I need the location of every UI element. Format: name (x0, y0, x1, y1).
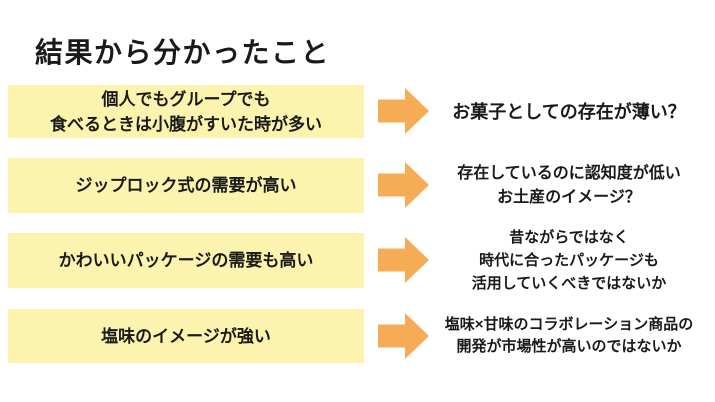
finding-box: 塩味のイメージが強い (8, 309, 364, 363)
insight-text: 塩味×甘味のコラボレーション商品の 開発が市場性が高いのではないか (444, 316, 694, 355)
right-arrow-shape (378, 162, 429, 208)
finding-text: ジップロック式の需要が高い (75, 176, 297, 195)
right-arrow-shape (378, 237, 429, 283)
slide-title: 結果から分かったこと (35, 37, 331, 68)
right-arrow-icon (378, 237, 429, 283)
insight-block: 存在しているのに認知度が低い お土産のイメージ？ (428, 158, 710, 213)
finding-text: 塩味のイメージが強い (101, 326, 271, 346)
right-arrow-icon (378, 313, 429, 359)
finding-box: かわいいパッケージの需要も高い (8, 233, 364, 288)
finding-box: ジップロック式の需要が高い (8, 158, 364, 213)
insight-block: 塩味×甘味のコラボレーション商品の 開発が市場性が高いのではないか (428, 309, 710, 363)
finding-text: 個人でもグループでも 食べるときは小腹がすいた時が多い (50, 89, 322, 134)
insight-text: 昔ながらではなく 時代に合ったパッケージも 活用していくべきではないか (471, 229, 667, 292)
right-arrow-icon (378, 162, 429, 208)
right-arrow-shape (378, 88, 429, 134)
right-arrow-icon (378, 88, 429, 134)
finding-box: 個人でもグループでも 食べるときは小腹がすいた時が多い (8, 85, 364, 138)
finding-text: かわいいパッケージの需要も高い (58, 251, 314, 270)
insight-block: 昔ながらではなく 時代に合ったパッケージも 活用していくべきではないか (428, 229, 710, 292)
right-arrow-shape (378, 313, 429, 359)
insight-block: お菓子としての存在が薄い？ (428, 85, 710, 138)
insight-text: 存在しているのに認知度が低い お土産のイメージ？ (457, 164, 681, 206)
insight-text: お菓子としての存在が薄い？ (452, 101, 686, 122)
